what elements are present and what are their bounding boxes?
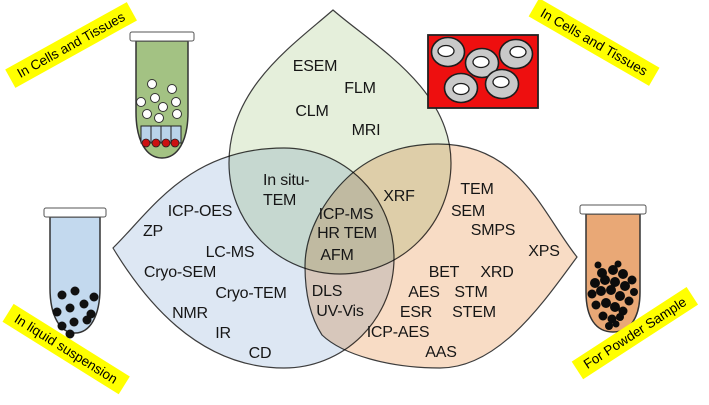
label-aes: AES	[408, 284, 440, 301]
label-in-situ-tem: In situ- TEM	[263, 171, 310, 210]
liquid-test-tube-illustration	[43, 207, 107, 339]
label-icp-oes: ICP-OES	[167, 203, 233, 220]
orange-tube-cap	[579, 204, 647, 215]
label-in-situ-line1: In situ-	[263, 172, 310, 189]
label-stm: STM	[454, 284, 488, 301]
label-uv-vis: UV-Vis	[316, 303, 364, 320]
label-cryo-sem: Cryo-SEM	[143, 264, 217, 281]
tissue-cells-illustration	[427, 34, 539, 109]
label-cryo-tem: Cryo-TEM	[215, 285, 287, 302]
cell-nuclei	[437, 44, 527, 96]
label-xps: XPS	[528, 243, 560, 260]
label-bet: BET	[428, 264, 460, 281]
label-smps: SMPS	[470, 222, 516, 239]
label-cd: CD	[248, 345, 272, 362]
label-xrf: XRF	[383, 188, 415, 205]
label-icp-aes: ICP-AES	[366, 324, 430, 341]
label-stem: STEM	[452, 304, 496, 321]
label-xrd: XRD	[480, 264, 514, 281]
label-ir: IR	[215, 325, 231, 342]
label-esr: ESR	[399, 304, 433, 321]
label-flm: FLM	[344, 80, 376, 97]
powder-sample-petal	[304, 143, 578, 369]
bubbles	[136, 79, 182, 123]
label-nmr: NMR	[172, 305, 208, 322]
label-aas: AAS	[425, 344, 457, 361]
label-icp-ms: ICP-MS	[318, 206, 374, 223]
label-afm: AFM	[320, 247, 354, 264]
venn-petals	[112, 9, 578, 369]
label-lc-ms: LC-MS	[205, 244, 255, 261]
label-zp: ZP	[142, 223, 164, 240]
label-mri: MRI	[351, 122, 381, 139]
powder-clump	[587, 260, 638, 330]
cell-grid	[140, 125, 182, 148]
label-in-situ-line2: TEM	[263, 191, 297, 209]
label-tem: TEM	[460, 181, 494, 198]
suspended-particles	[52, 286, 99, 339]
label-clm: CLM	[295, 103, 329, 120]
green-tube-cap	[129, 31, 195, 42]
label-sem: SEM	[450, 203, 486, 220]
powder-test-tube-illustration	[579, 204, 647, 333]
blue-tube-cap	[43, 207, 107, 218]
cells-test-tube-illustration	[129, 31, 195, 159]
label-esem: ESEM	[292, 58, 338, 75]
label-hr-tem: HR TEM	[317, 225, 377, 242]
label-dls: DLS	[311, 283, 343, 300]
